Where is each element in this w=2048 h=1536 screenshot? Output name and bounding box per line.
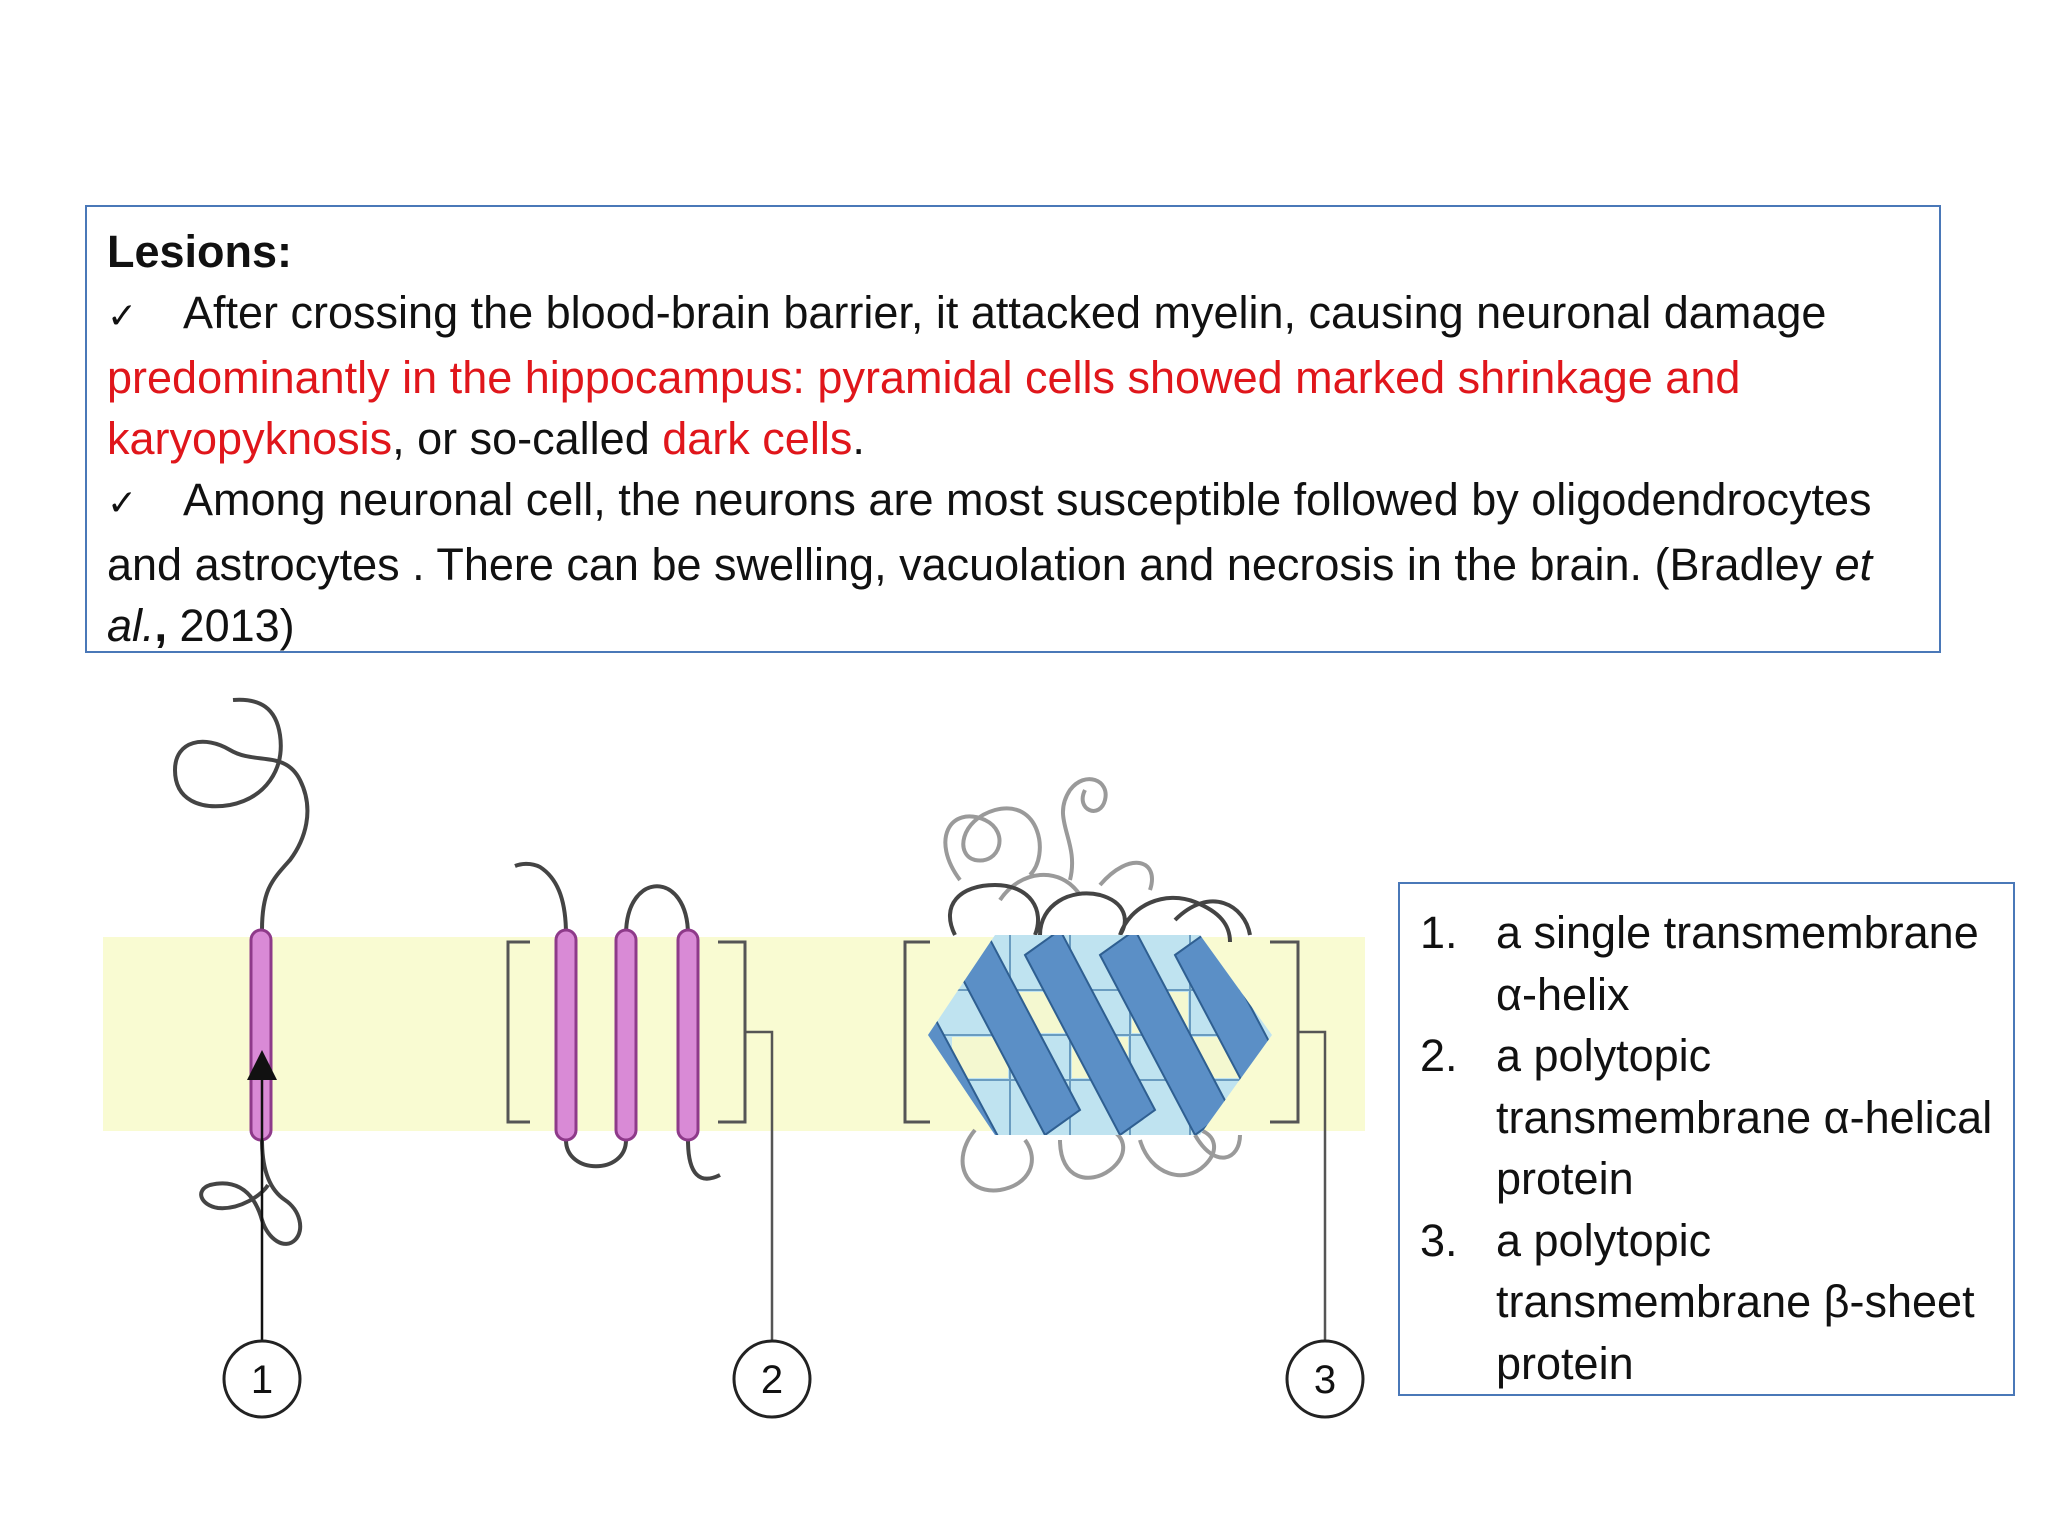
legend-text: a polytopic transmembrane β-sheet protei… xyxy=(1496,1214,1975,1389)
callout-2-circle xyxy=(732,1339,812,1419)
checkmark-icon: ✓ xyxy=(107,296,138,337)
callout-3-circle xyxy=(1285,1339,1365,1419)
callout-3-line xyxy=(1298,1030,1327,1340)
membrane-protein-diagram: 1 2 xyxy=(103,697,1365,1419)
bullet2-text: Among neuronal cell, the neurons are mos… xyxy=(107,474,1872,590)
callout-2-line xyxy=(745,1030,774,1340)
callout-3-label: 3 xyxy=(1314,1358,1336,1402)
protein-3-light-loops-top xyxy=(943,777,1154,902)
callout-1-circle xyxy=(222,1339,302,1419)
protein-2-loop-b xyxy=(624,884,690,936)
bullet2-end: 2013) xyxy=(167,600,295,651)
bullet2-comma: , xyxy=(154,600,168,651)
checkmark-icon: ✓ xyxy=(107,483,138,524)
legend-item-1: 1. a single transmembrane α-helix xyxy=(1420,902,1995,1025)
protein-1-bottom-loop xyxy=(199,1139,303,1246)
legend-text: a single transmembrane α-helix xyxy=(1496,907,1979,1020)
protein-3-dark-loops xyxy=(948,882,1252,943)
protein-2-loop-a xyxy=(564,1139,628,1169)
bullet1-end: . xyxy=(852,413,865,464)
callout-1-label: 1 xyxy=(251,1358,273,1402)
legend-text: a polytopic transmembrane α-helical prot… xyxy=(1496,1030,1993,1204)
legend-num: 2. xyxy=(1420,1030,1458,1081)
legend-num: 3. xyxy=(1420,1214,1458,1266)
protein-3-light-loops-bottom xyxy=(960,1128,1242,1193)
protein-2-bracket-left xyxy=(506,940,530,1124)
callout-2-label: 2 xyxy=(761,1358,783,1402)
protein-2-helix-3 xyxy=(676,928,700,1142)
protein-1-single-helix: 1 xyxy=(172,697,310,1419)
protein-2-polytopic-alpha: 2 xyxy=(506,861,812,1419)
legend-item-3: 3. a polytopic transmembrane β-sheet pro… xyxy=(1420,1210,1995,1395)
protein-3-bracket-left xyxy=(903,940,930,1124)
lesions-title: Lesions: xyxy=(107,226,293,277)
protein-2-helix-1 xyxy=(554,928,578,1142)
lesions-box: Lesions: ✓ After crossing the blood-brain… xyxy=(85,205,1941,653)
bullet1-intro: After crossing the blood-brain barrier, … xyxy=(183,287,1827,338)
protein-2-n-loop xyxy=(514,861,568,936)
bullet2-et-al: et al. xyxy=(107,539,1873,651)
lesions-bullet-2: ✓Among neuronal cell, the neurons are mo… xyxy=(107,469,1919,656)
bullet1-red-text: predominantly in the hippocampus: pyrami… xyxy=(107,352,1741,464)
bullet1-dark-cells: dark cells xyxy=(662,413,853,464)
lesions-bullet-1: ✓ After crossing the blood-brain barrier,… xyxy=(107,282,1919,469)
legend-item-2: 2. a polytopic transmembrane α-helical p… xyxy=(1420,1025,1995,1210)
protein-1-top-loop xyxy=(172,697,310,931)
protein-2-c-loop xyxy=(686,1139,721,1181)
legend-num: 1. xyxy=(1420,907,1458,958)
protein-2-helix-2 xyxy=(614,928,638,1142)
legend-box: 1. a single transmembrane α-helix 2. a p… xyxy=(1398,882,2015,1396)
bullet1-mid: , or so-called xyxy=(392,413,663,464)
